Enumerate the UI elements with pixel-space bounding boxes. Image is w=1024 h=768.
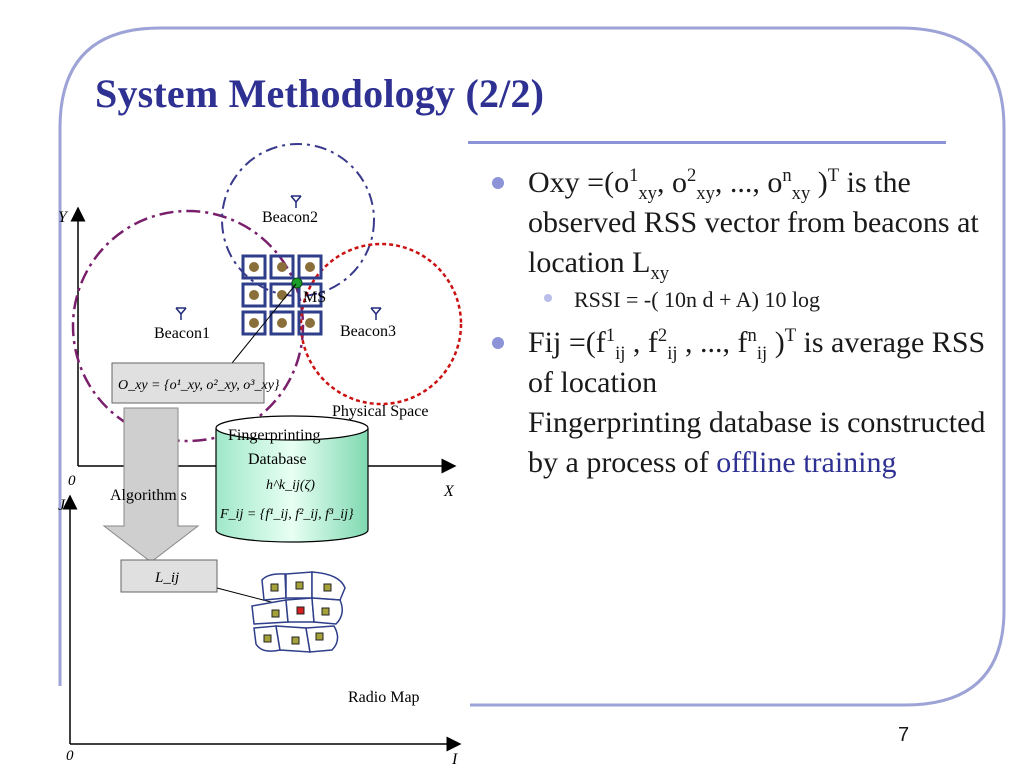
hij-formula: h^k_ij(ζ): [266, 478, 315, 493]
oxy-formula: O_xy = {o¹_xy, o²_xy, o³_xy}: [118, 378, 280, 393]
fij-formula: F_ij = {f¹_ij, f²_ij, f³_ij}: [219, 507, 354, 522]
x-axis-label: X: [443, 483, 455, 500]
radio-map-points: [263, 581, 332, 645]
bullet-dot-icon: [492, 337, 504, 349]
bullet-list: Oxy =(o1xy, o2xy, ..., onxy )T is the ob…: [492, 163, 992, 483]
bullet-oxy: Oxy =(o1xy, o2xy, ..., onxy )T is the ob…: [492, 163, 992, 283]
title-underline: [468, 141, 946, 144]
j-axis-label: J: [58, 497, 66, 514]
beacon3-label: Beacon3: [340, 323, 396, 340]
lij-label: L_ij: [154, 570, 179, 586]
bullet-fij: Fij =(f1ij , f2ij , ..., fnij )T is aver…: [492, 323, 992, 483]
fingerprinting-database-cylinder: [215, 415, 369, 543]
beacon2-label: Beacon2: [262, 209, 318, 226]
beacon3-antenna-icon: [370, 307, 382, 320]
beacon2-antenna-icon: [290, 195, 302, 208]
algorithms-label: Algorithm s: [110, 487, 187, 504]
oxy-box: [111, 362, 265, 404]
radio-map-label: Radio Map: [348, 689, 420, 706]
origin-label-top: 0: [68, 473, 76, 489]
database-title-line2: Database: [248, 451, 307, 468]
methodology-diagram: Y X 0 J I 0 Beacon2 Beacon1 Beacon3: [58, 143, 463, 768]
offline-training-text: offline training: [716, 446, 897, 479]
y-axis-label: Y: [58, 209, 69, 226]
physical-space-label: Physical Space: [332, 403, 428, 420]
origin-label-bottom: 0: [66, 748, 74, 764]
radio-map-axes: [62, 494, 462, 752]
bullet-fingerprinting-text: Fingerprinting database is constructed b…: [528, 406, 986, 479]
database-title-line1: Fingerprinting: [228, 427, 320, 444]
bullet-dot-icon: [492, 177, 504, 189]
oxy-connector-line: [227, 283, 297, 369]
sub-bullet-rssi: RSSI = -( 10n d + A) 10 log: [492, 285, 992, 315]
page-number: 7: [898, 724, 910, 746]
i-axis-label: I: [451, 751, 458, 768]
lij-box: [120, 559, 218, 593]
beacon1-label: Beacon1: [154, 325, 210, 342]
slide-title: System Methodology (2/2): [95, 71, 545, 116]
ms-label: MS: [303, 289, 326, 306]
beacon1-antenna-icon: [175, 307, 187, 320]
beacon1-range-circle: [71, 209, 305, 443]
sub-bullet-dot-icon: [544, 294, 552, 302]
beacon3-range-circle: [299, 242, 463, 406]
algorithm-flow-arrow: [102, 407, 200, 563]
